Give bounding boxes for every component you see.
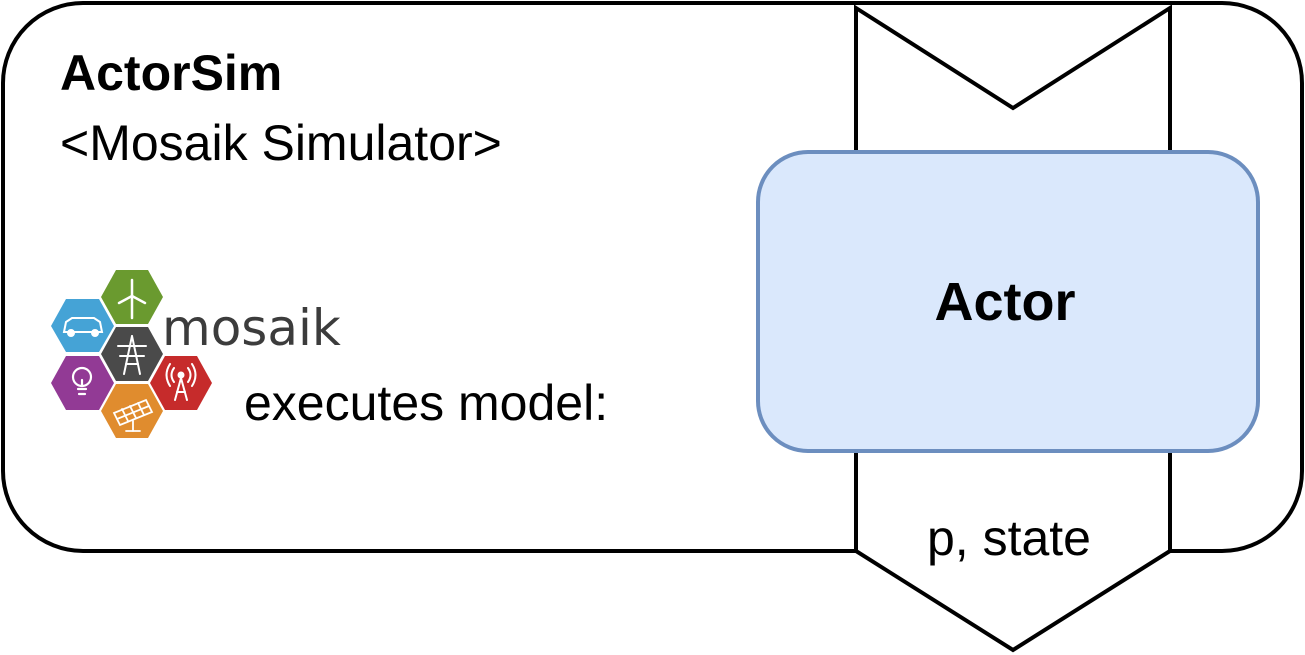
mosaik-wordmark: mosaik — [162, 299, 341, 357]
wind-turbine-icon — [117, 278, 147, 320]
mosaik-logo: mosaik — [51, 270, 341, 438]
simulator-title: ActorSim — [60, 45, 282, 101]
antenna-icon — [165, 363, 197, 401]
power-tower-icon — [117, 335, 147, 375]
actor-label: Actor — [934, 272, 1075, 332]
simulator-subtitle: <Mosaik Simulator> — [60, 115, 502, 171]
lightbulb-icon — [71, 366, 93, 396]
antenna-hexagon — [150, 356, 212, 410]
simulator-description: executes model: — [244, 375, 608, 431]
tower-hexagon — [101, 327, 163, 381]
output-label: p, state — [927, 510, 1091, 566]
actor-box — [756, 150, 1260, 453]
solar-panel-icon — [112, 398, 154, 432]
car-hexagon — [51, 299, 114, 352]
car-icon — [62, 317, 104, 337]
